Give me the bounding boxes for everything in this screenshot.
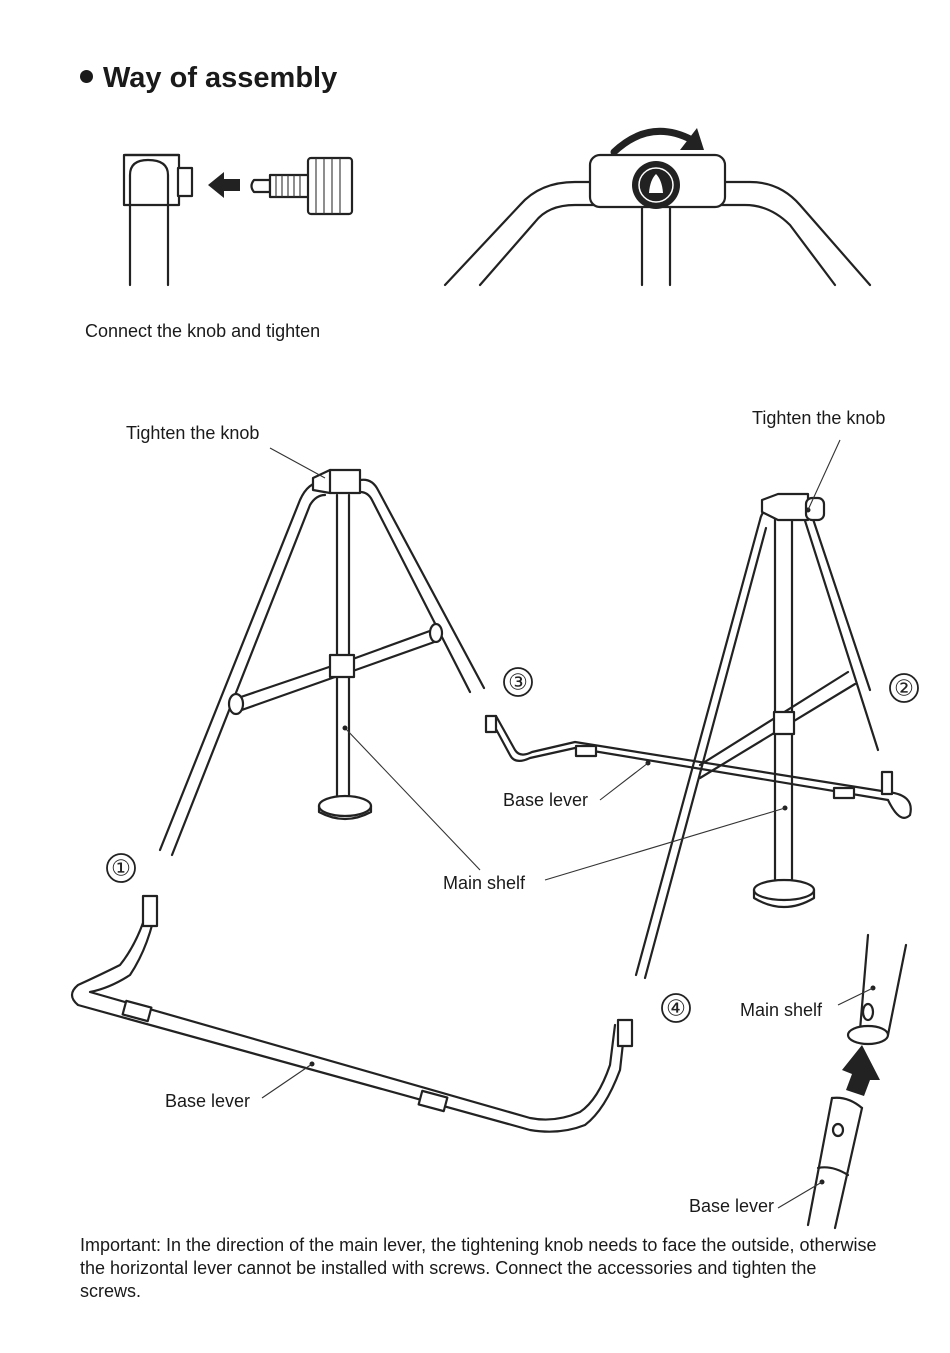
tube-knob-insert-figure [122, 153, 354, 287]
insertion-detail-figure [777, 933, 908, 1230]
tighten-knob-label-left: Tighten the knob [126, 423, 260, 443]
assembled-frame-figure [484, 439, 912, 980]
rotate-arrow-icon [610, 127, 696, 156]
arrow-up-icon [842, 1045, 880, 1096]
base-lever-label-bottom: Base lever [165, 1091, 251, 1111]
tighten-knob-label-right: Tighten the knob [752, 408, 886, 428]
important-note: Important: In the direction of the main … [80, 1235, 877, 1301]
step-number-1: ① [106, 853, 136, 883]
svg-text:③: ③ [508, 670, 528, 695]
svg-text:④: ④ [666, 996, 686, 1021]
base-lever-label-detail: Base lever [689, 1196, 775, 1216]
step-number-3: ③ [503, 667, 533, 697]
top-joint-figure [443, 127, 872, 287]
arrow-left-icon [208, 172, 240, 198]
main-shelf-label-mid: Main shelf [443, 873, 526, 893]
svg-text:①: ① [111, 856, 131, 881]
svg-text:②: ② [894, 676, 914, 701]
tripod-frame-figure [158, 447, 486, 871]
page-title-text: Way of assembly [103, 62, 338, 94]
bullet-icon [80, 69, 93, 83]
base-lever-figure [70, 894, 634, 1133]
main-shelf-label-detail: Main shelf [740, 1000, 823, 1020]
base-lever-label-mid: Base lever [503, 790, 589, 810]
connect-caption: Connect the knob and tighten [85, 321, 321, 341]
step-number-2: ② [889, 673, 919, 703]
page-title: Way of assembly [80, 62, 337, 95]
step-number-4: ④ [661, 993, 691, 1023]
